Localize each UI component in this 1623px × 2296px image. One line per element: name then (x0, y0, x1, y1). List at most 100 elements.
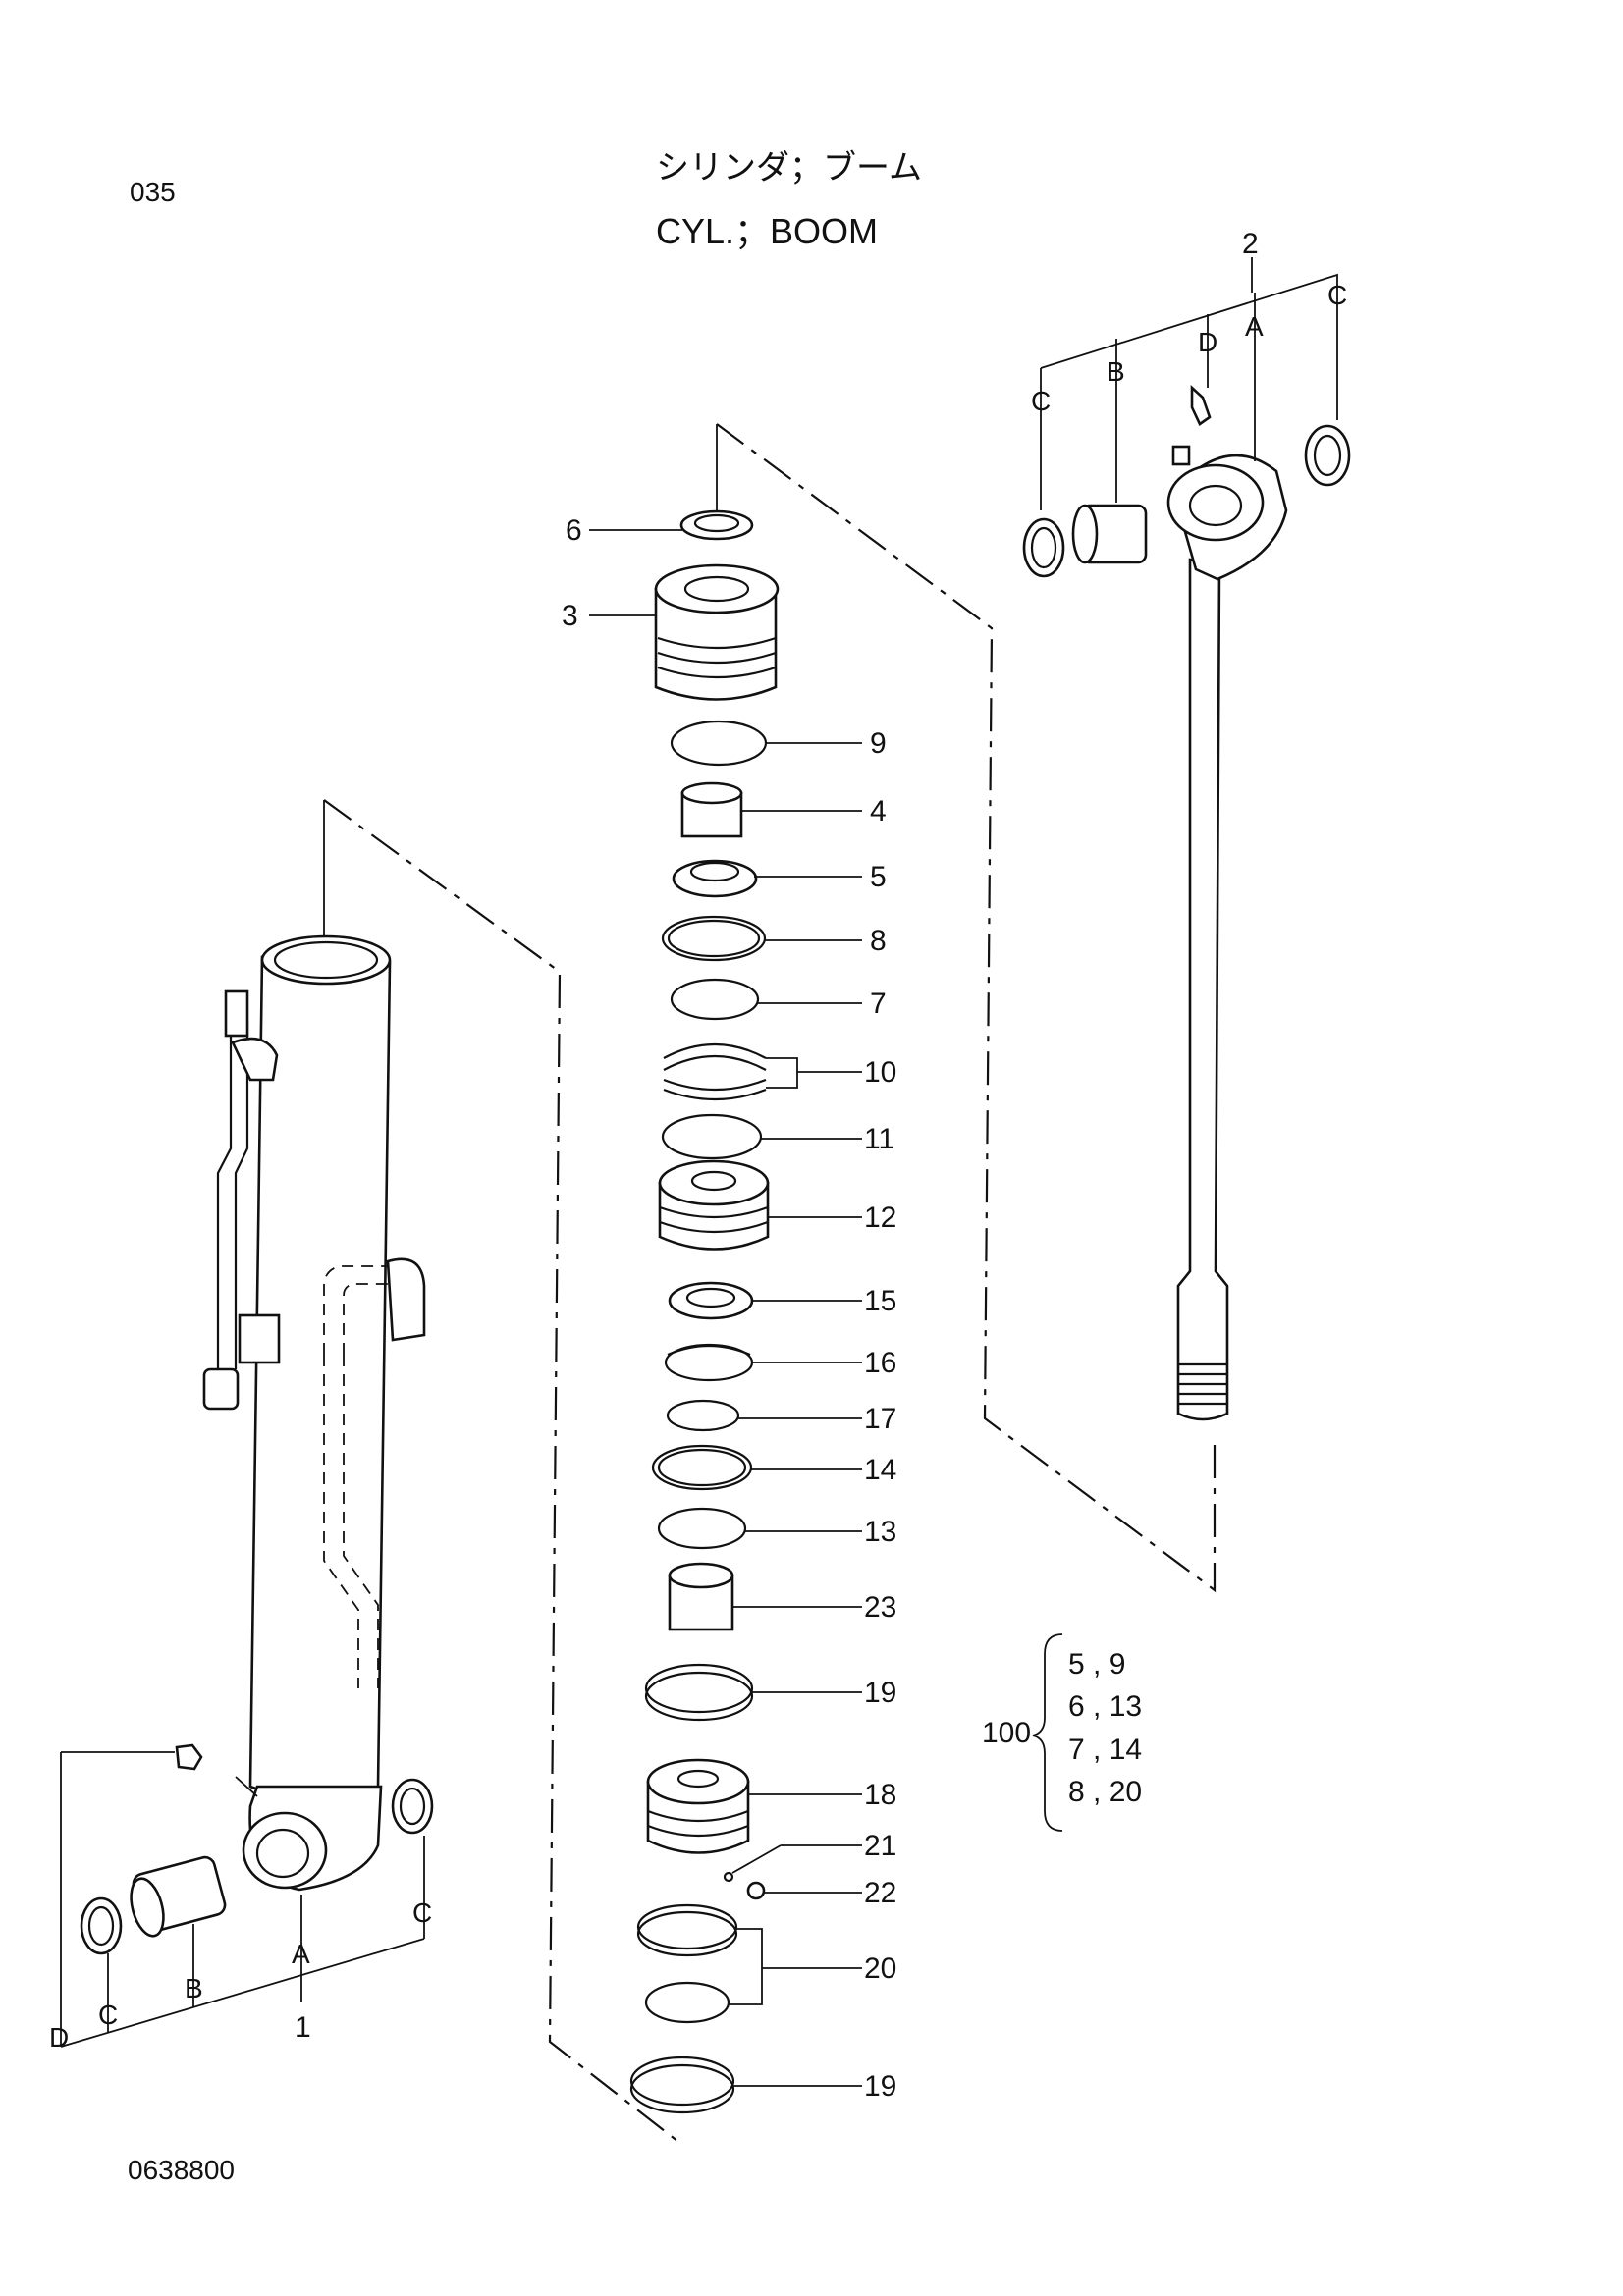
seal-set-shape (663, 1043, 767, 1101)
callout-9: 9 (870, 727, 887, 760)
backup-ring-8-shape (661, 915, 767, 962)
buffer-ring-inner (689, 861, 740, 882)
callout-15: 15 (864, 1285, 896, 1317)
piston-18-bore (676, 1769, 720, 1789)
rod-seal-right-shape (1304, 424, 1351, 487)
callout-10: 10 (864, 1056, 896, 1089)
tube-label-d: D (49, 2022, 69, 2053)
callout-22: 22 (864, 1877, 896, 1909)
wear-ring-19a-shape (644, 1663, 754, 1714)
title-japanese: シリンダ；ブーム (656, 149, 922, 187)
callout-16: 16 (864, 1347, 896, 1379)
callout-8: 8 (870, 925, 887, 957)
tube-seal-left-inner (87, 1905, 115, 1947)
piston-18-grooves (647, 1809, 749, 1838)
callout-12: 12 (864, 1201, 896, 1234)
pipe-elbow-top (231, 1037, 279, 1082)
hidden-pipe (323, 1265, 388, 1688)
collar-top (668, 1562, 734, 1589)
tube-frame-line (323, 799, 683, 2146)
rod-cover-thread (657, 636, 777, 679)
callout-23: 23 (864, 1591, 896, 1624)
tube-seal-right-shape (391, 1778, 434, 1835)
o-ring-13-shape (657, 1507, 747, 1550)
tube-seal-left-shape (80, 1896, 123, 1955)
piston-bore (690, 1170, 737, 1192)
cylinder-tube-mouth (260, 934, 392, 986)
cylinder-tube-body (248, 955, 392, 1800)
piston-18-top (646, 1758, 750, 1805)
piston-rod-thread (1178, 1362, 1227, 1406)
ring-11-shape (661, 1113, 763, 1160)
set-screw-shape (746, 1881, 766, 1900)
page-code: 035 (130, 177, 176, 207)
callout-3: 3 (562, 600, 578, 632)
kit-label: 100 (982, 1717, 1031, 1749)
kit-row-1: 5 , 9 (1068, 1648, 1125, 1681)
rod-label-c-left: C (1031, 386, 1051, 416)
seal-kit-group: 100 5 , 9 6 , 13 7 , 14 8 , 20 (982, 1633, 1142, 1832)
tube-grease-nipple-shape (175, 1743, 203, 1771)
callout-5: 5 (870, 861, 887, 893)
kit-row-4: 8 , 20 (1068, 1776, 1142, 1808)
callout-4: 4 (870, 795, 887, 828)
frame-lines (323, 423, 1217, 2146)
pipe-bracket-top (224, 989, 249, 1038)
tube-bushing-face (130, 1877, 165, 1938)
bushing-top (680, 781, 743, 805)
rod-eye-boss (1166, 463, 1265, 542)
wear-ring-19b-edge (629, 2063, 735, 2114)
tube-head-bore (255, 1828, 310, 1879)
title-english: CYL.；BOOM (656, 211, 878, 251)
ring-20-upper-edge (636, 1910, 738, 1957)
buffer-ring-shape (672, 859, 758, 898)
center-parts (629, 509, 780, 2114)
tube-label-b: B (185, 1973, 203, 2003)
ring-16-edge (667, 1344, 751, 1357)
wear-ring-19b-shape (629, 2056, 735, 2107)
rod-label-b: B (1107, 356, 1125, 387)
callout-19-lower: 19 (864, 2070, 896, 2103)
rod-seal-left-inner (1030, 526, 1057, 569)
tube-label-tree (60, 1751, 425, 2048)
ring-15-inner (685, 1287, 736, 1308)
piston-rod-body (1176, 558, 1229, 1421)
callout-18: 18 (864, 1779, 896, 1811)
piston-top (658, 1159, 770, 1206)
o-ring-7-shape (670, 978, 760, 1021)
center-callouts: 6 3 9 4 5 8 7 10 11 12 15 16 17 14 13 23… (562, 514, 896, 2103)
pipe-bracket-bottom (238, 1313, 281, 1364)
callout-1: 1 (295, 2011, 311, 2044)
rod-cover-bore (683, 575, 750, 603)
rod-seal-right-inner (1313, 434, 1342, 477)
rod-frame-line (716, 423, 1217, 1593)
backup-ring-8-inner (667, 919, 761, 958)
pipe-outer-right (234, 1021, 249, 1369)
callout-6: 6 (566, 514, 582, 547)
rod-grease-nipple-shape (1190, 385, 1212, 426)
steel-ball-shape (723, 1871, 734, 1883)
backup-ring-14-shape (651, 1444, 753, 1491)
piston-grooves (659, 1205, 769, 1234)
pipe-end-fitting (202, 1367, 240, 1411)
rod-label-d: D (1198, 327, 1217, 357)
rod-eye-bore (1188, 484, 1243, 527)
kit-row-2: 6 , 13 (1068, 1690, 1142, 1723)
piston-rod-assembly: 2 C B D A C (1022, 228, 1351, 1421)
rod-cover-top (654, 563, 780, 614)
rod-seal-left-shape (1022, 517, 1065, 578)
cylinder-tube-mouth-inner (273, 940, 379, 980)
callout-7: 7 (870, 988, 887, 1020)
callout-13: 13 (864, 1516, 896, 1548)
pipe-elbow-side (386, 1257, 426, 1342)
rod-label-c-right: C (1327, 280, 1347, 310)
callout-20: 20 (864, 1952, 896, 1985)
drawing-number: 0638800 (128, 2155, 235, 2185)
tube-label-a: A (292, 1939, 310, 1969)
wear-ring-19a-edge (644, 1671, 754, 1722)
tube-seal-right-inner (399, 1787, 426, 1826)
ring-20-lower (644, 1981, 730, 2024)
callout-17: 17 (864, 1403, 896, 1435)
kit-brace (1032, 1633, 1063, 1832)
